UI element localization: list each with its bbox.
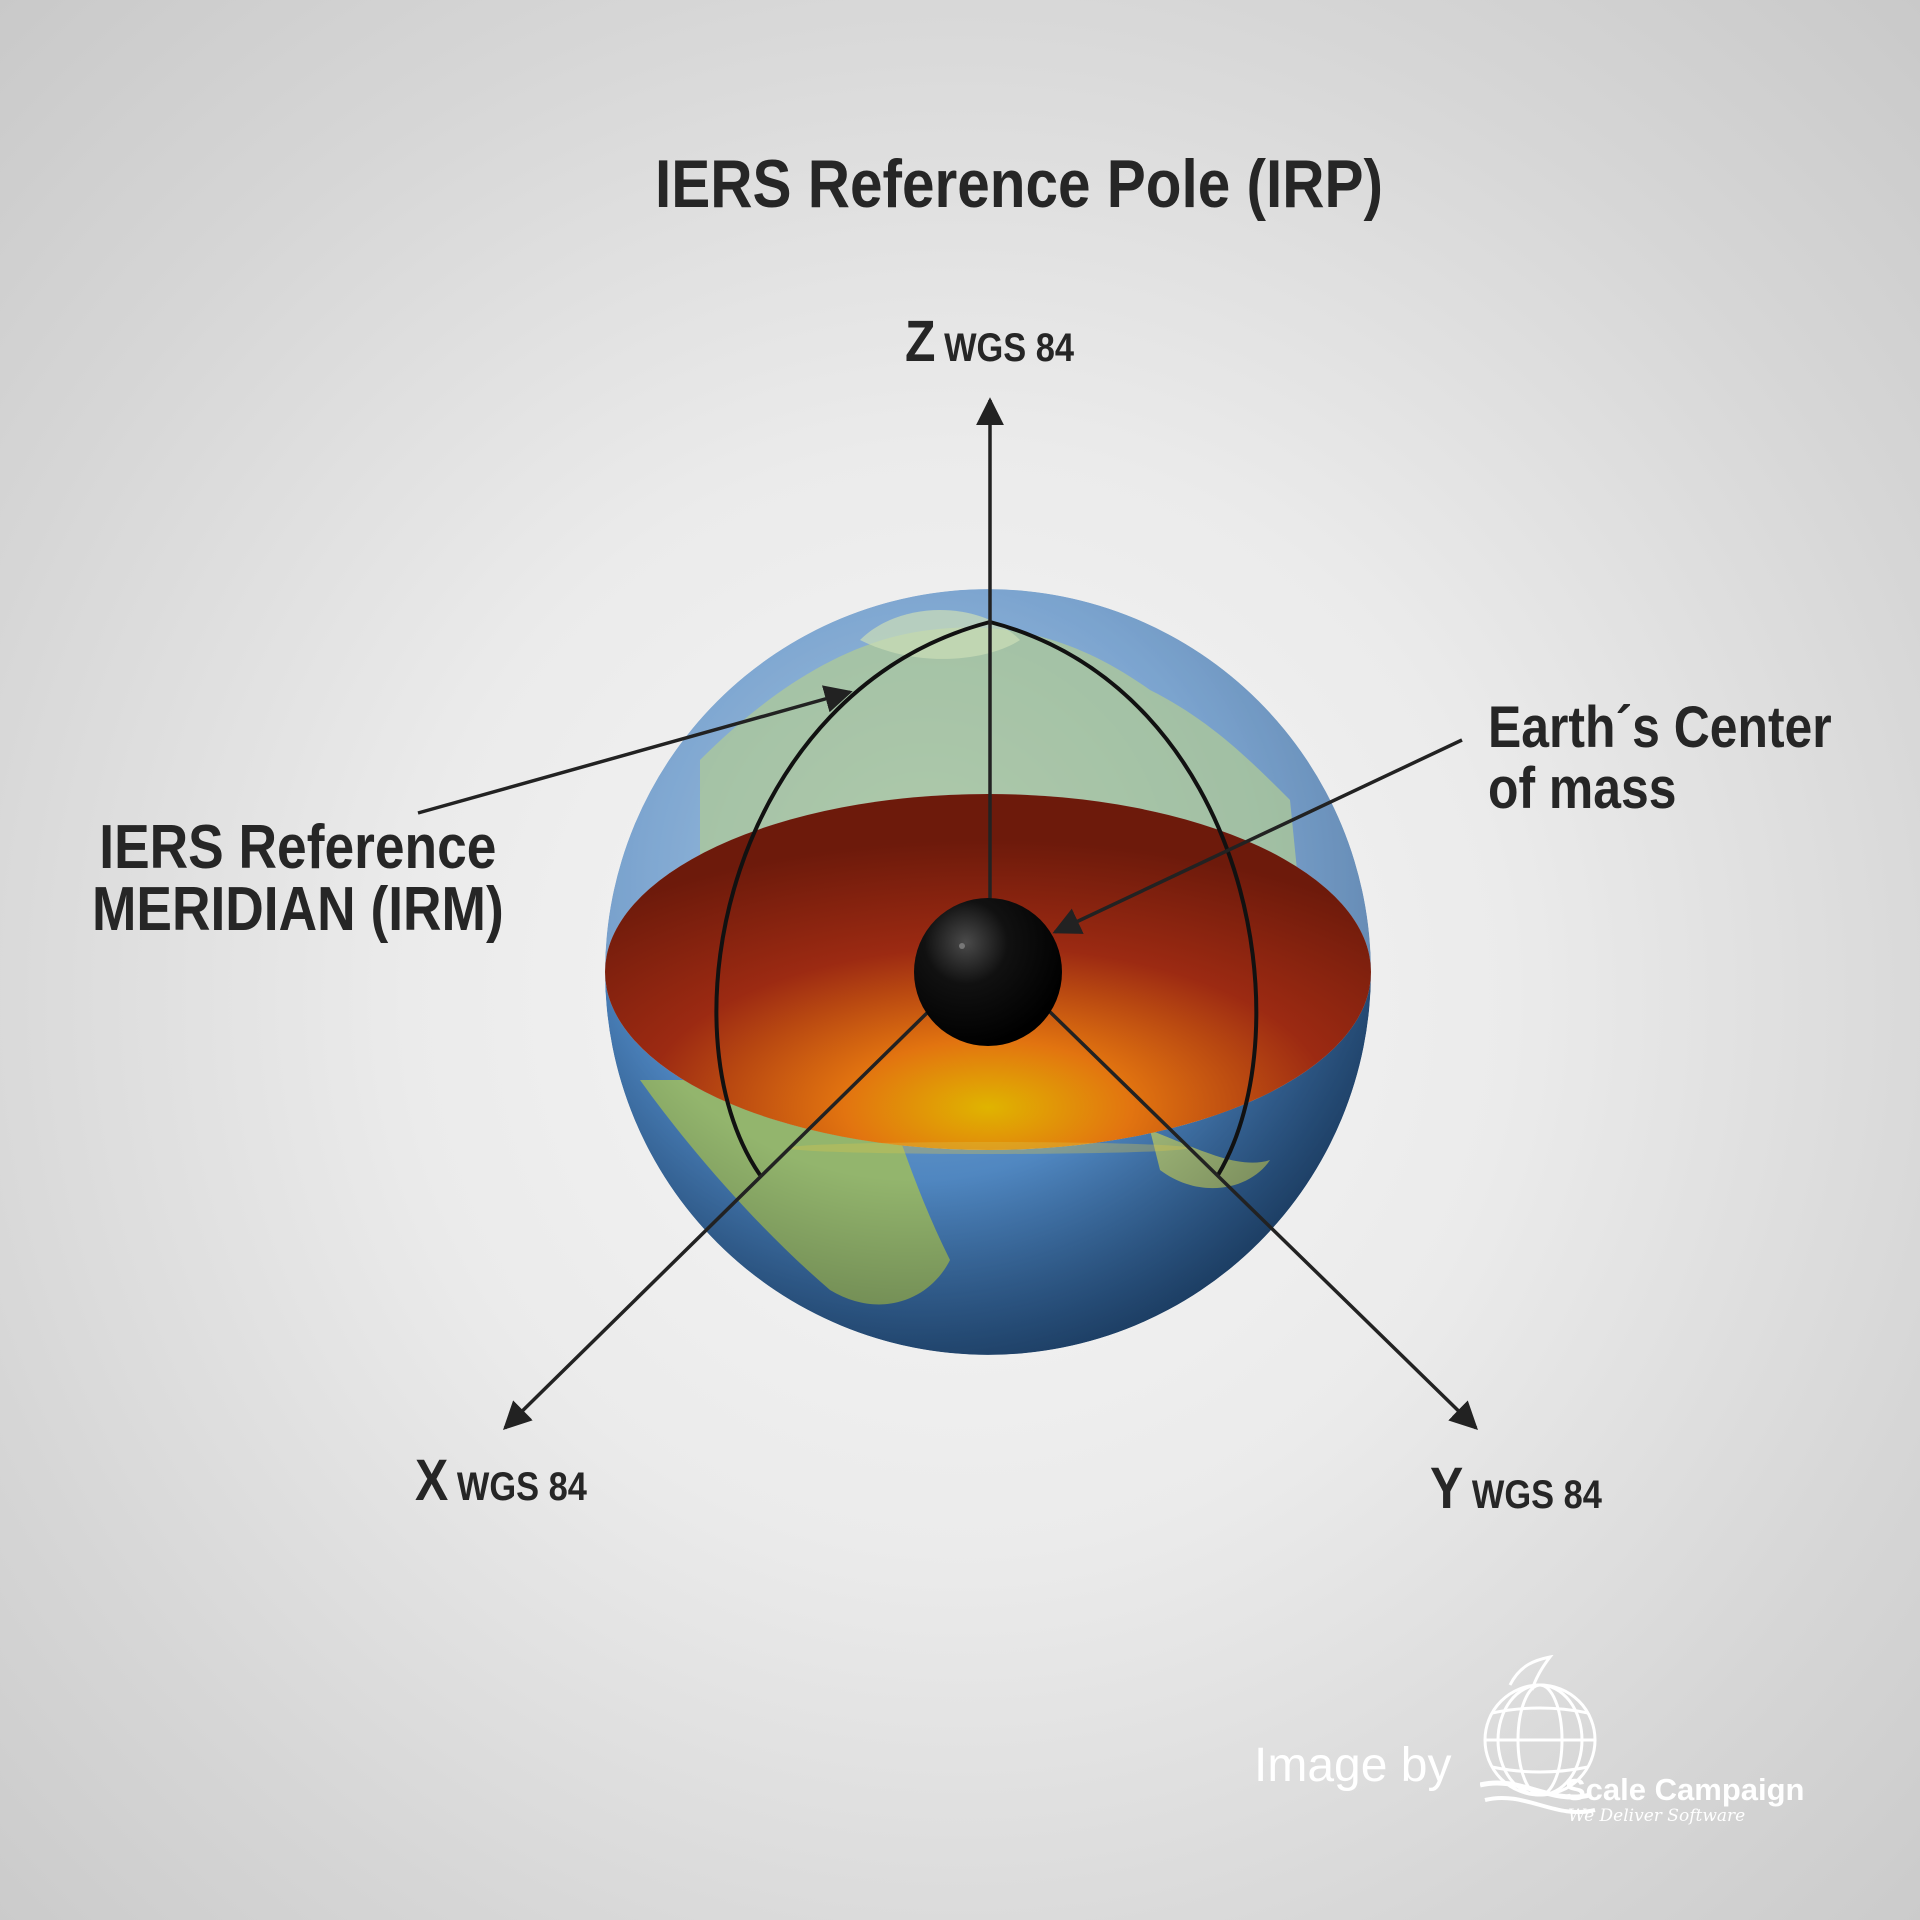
page-title: IERS Reference Pole (IRP) [655, 146, 1383, 222]
y-axis-line [1046, 1008, 1479, 1430]
irm-callout-line1: IERS Reference [99, 813, 497, 882]
z-axis-letter: Z [905, 309, 936, 374]
y-axis-letter: Y [1430, 1456, 1464, 1521]
z-axis-system: WGS 84 [944, 326, 1075, 370]
scale-campaign-tagline: We Deliver Software [1568, 1806, 1746, 1826]
center-of-mass-icon [914, 898, 1062, 1046]
center-leader-line [1052, 738, 1463, 934]
scale-campaign-brand-name: Scale Campaign [1565, 1772, 1805, 1807]
center-callout-line1: Earth´s Center [1488, 695, 1832, 760]
center-callout-line2: of mass [1488, 756, 1677, 822]
x-axis-line [503, 1008, 932, 1430]
irm-callout-label: IERS Reference MERIDIAN (IRM) [92, 817, 504, 941]
x-axis-letter: X [415, 1448, 449, 1513]
center-of-mass-callout-label: Earth´s Center of mass [1488, 697, 1832, 820]
scale-campaign-logo-icon [1480, 1655, 1597, 1815]
y-axis-system: WGS 84 [1471, 1473, 1602, 1517]
irm-callout-line2: MERIDIAN (IRM) [92, 875, 504, 944]
x-axis-system: WGS 84 [456, 1465, 587, 1509]
irm-leader-line [417, 685, 853, 815]
image-credit-prefix: Image by [1254, 1739, 1452, 1792]
